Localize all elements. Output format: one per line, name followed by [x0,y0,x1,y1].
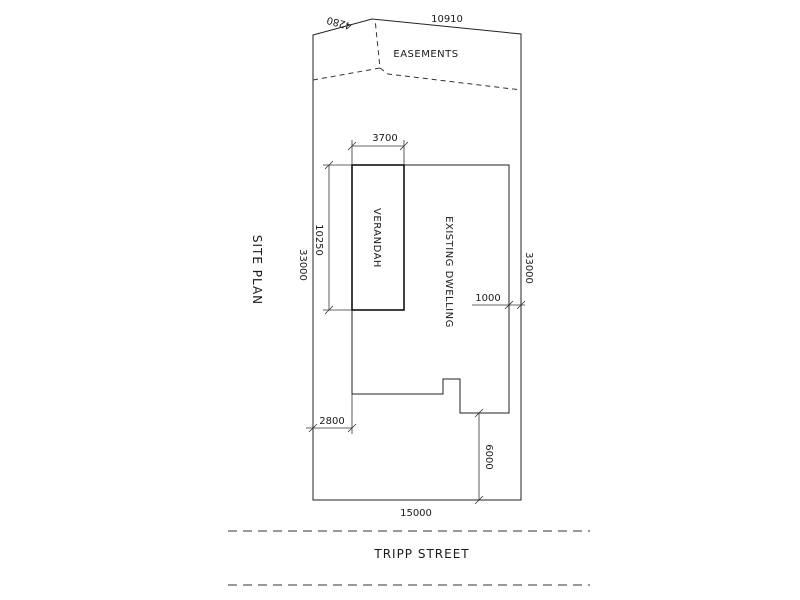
dim-verandah-length-label: 10250 [313,224,324,256]
page-title: SITE PLAN [250,235,264,305]
dim-front-setback [474,408,484,505]
dim-verandah-width-label: 3700 [372,133,397,144]
dim-verandah-length [323,160,352,315]
verandah-area [351,164,405,311]
dim-top-right-label: 10910 [431,14,463,25]
dim-top-left-label: 4280 [326,14,353,31]
easement-boundary-right [379,67,522,91]
dim-verandah-width [347,140,409,165]
dim-rear-setback-label: 2800 [319,416,344,427]
easement-boundary [312,18,381,81]
dwelling-outline [351,164,510,414]
dim-right-side-label: 33000 [523,252,534,284]
dim-side-setback [472,300,526,310]
dim-rear-setback [306,394,357,434]
lot-boundary [312,18,522,501]
dim-side-setback-label: 1000 [475,293,500,304]
dim-front-setback-label: 6000 [483,444,494,469]
dwelling-label: EXISTING DWELLING [443,216,454,328]
verandah-label: VERANDAH [371,208,382,268]
dim-bottom-label: 15000 [400,508,432,519]
street-name: TRIPP STREET [373,547,469,561]
dim-left-side-label: 33000 [297,249,308,281]
easements-label: EASEMENTS [393,49,458,60]
